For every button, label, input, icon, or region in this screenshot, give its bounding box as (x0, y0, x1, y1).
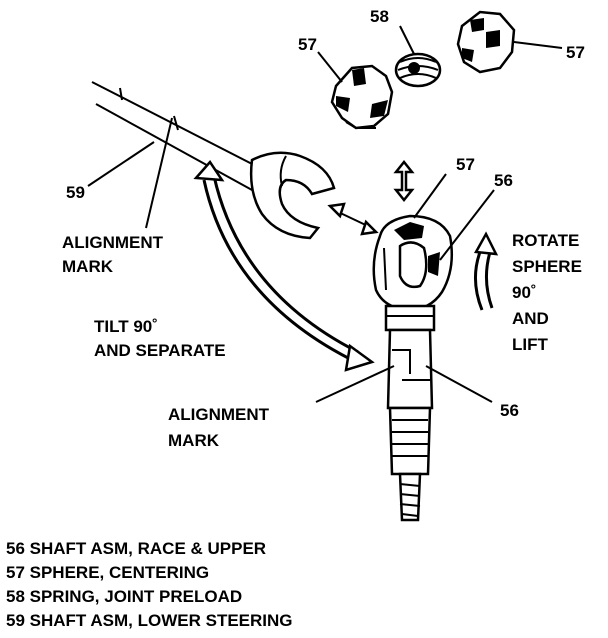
rotate-arrow (473, 231, 499, 311)
centering-sphere-right (456, 10, 516, 74)
rotate-label-3: 90˚ (512, 283, 537, 302)
alignment-mark-label-1b: MARK (62, 257, 114, 276)
alignment-mark-label-2a: ALIGNMENT (168, 405, 270, 424)
rotate-label-2: SPHERE (512, 257, 582, 276)
rotate-label-4: AND (512, 309, 549, 328)
leader-57-left (317, 51, 343, 83)
lower-steering-shaft (91, 81, 336, 240)
rotate-label-5: LIFT (512, 335, 548, 354)
lift-vertical-arrow (393, 159, 415, 203)
upper-shaft-race (372, 214, 453, 522)
joint-preload-spring (394, 52, 442, 88)
label-57-top-left: 57 (298, 35, 317, 54)
tilt-label-2: AND SEPARATE (94, 341, 226, 360)
label-56-lower: 56 (500, 401, 519, 420)
centering-sphere-left (330, 64, 394, 130)
legend-item-59: 59 SHAFT ASM, LOWER STEERING (6, 611, 293, 630)
alignment-mark-label-1a: ALIGNMENT (62, 233, 164, 252)
leader-56-center (439, 189, 495, 261)
leader-alignment-mark-1 (145, 117, 173, 229)
rotate-label-1: ROTATE (512, 231, 579, 250)
tilt-label-1: TILT 90˚ (94, 317, 158, 336)
separate-double-arrow (327, 202, 379, 236)
leader-56-lower (425, 365, 493, 403)
label-57-top-right: 57 (566, 43, 585, 62)
leader-58 (399, 25, 415, 55)
leader-57-center (413, 173, 447, 219)
leader-59 (87, 141, 155, 187)
tilt-arrow (193, 159, 375, 372)
label-57-center: 57 (456, 155, 475, 174)
label-59: 59 (66, 183, 85, 202)
leader-alignment-mark-2 (315, 365, 395, 403)
alignment-mark-label-2b: MARK (168, 431, 220, 450)
legend-item-56: 56 SHAFT ASM, RACE & UPPER (6, 539, 266, 558)
leader-57-right (513, 41, 563, 49)
legend-item-58: 58 SPRING, JOINT PRELOAD (6, 587, 242, 606)
label-58-top: 58 (370, 7, 389, 26)
legend-item-57: 57 SPHERE, CENTERING (6, 563, 209, 582)
label-56-center: 56 (494, 171, 513, 190)
